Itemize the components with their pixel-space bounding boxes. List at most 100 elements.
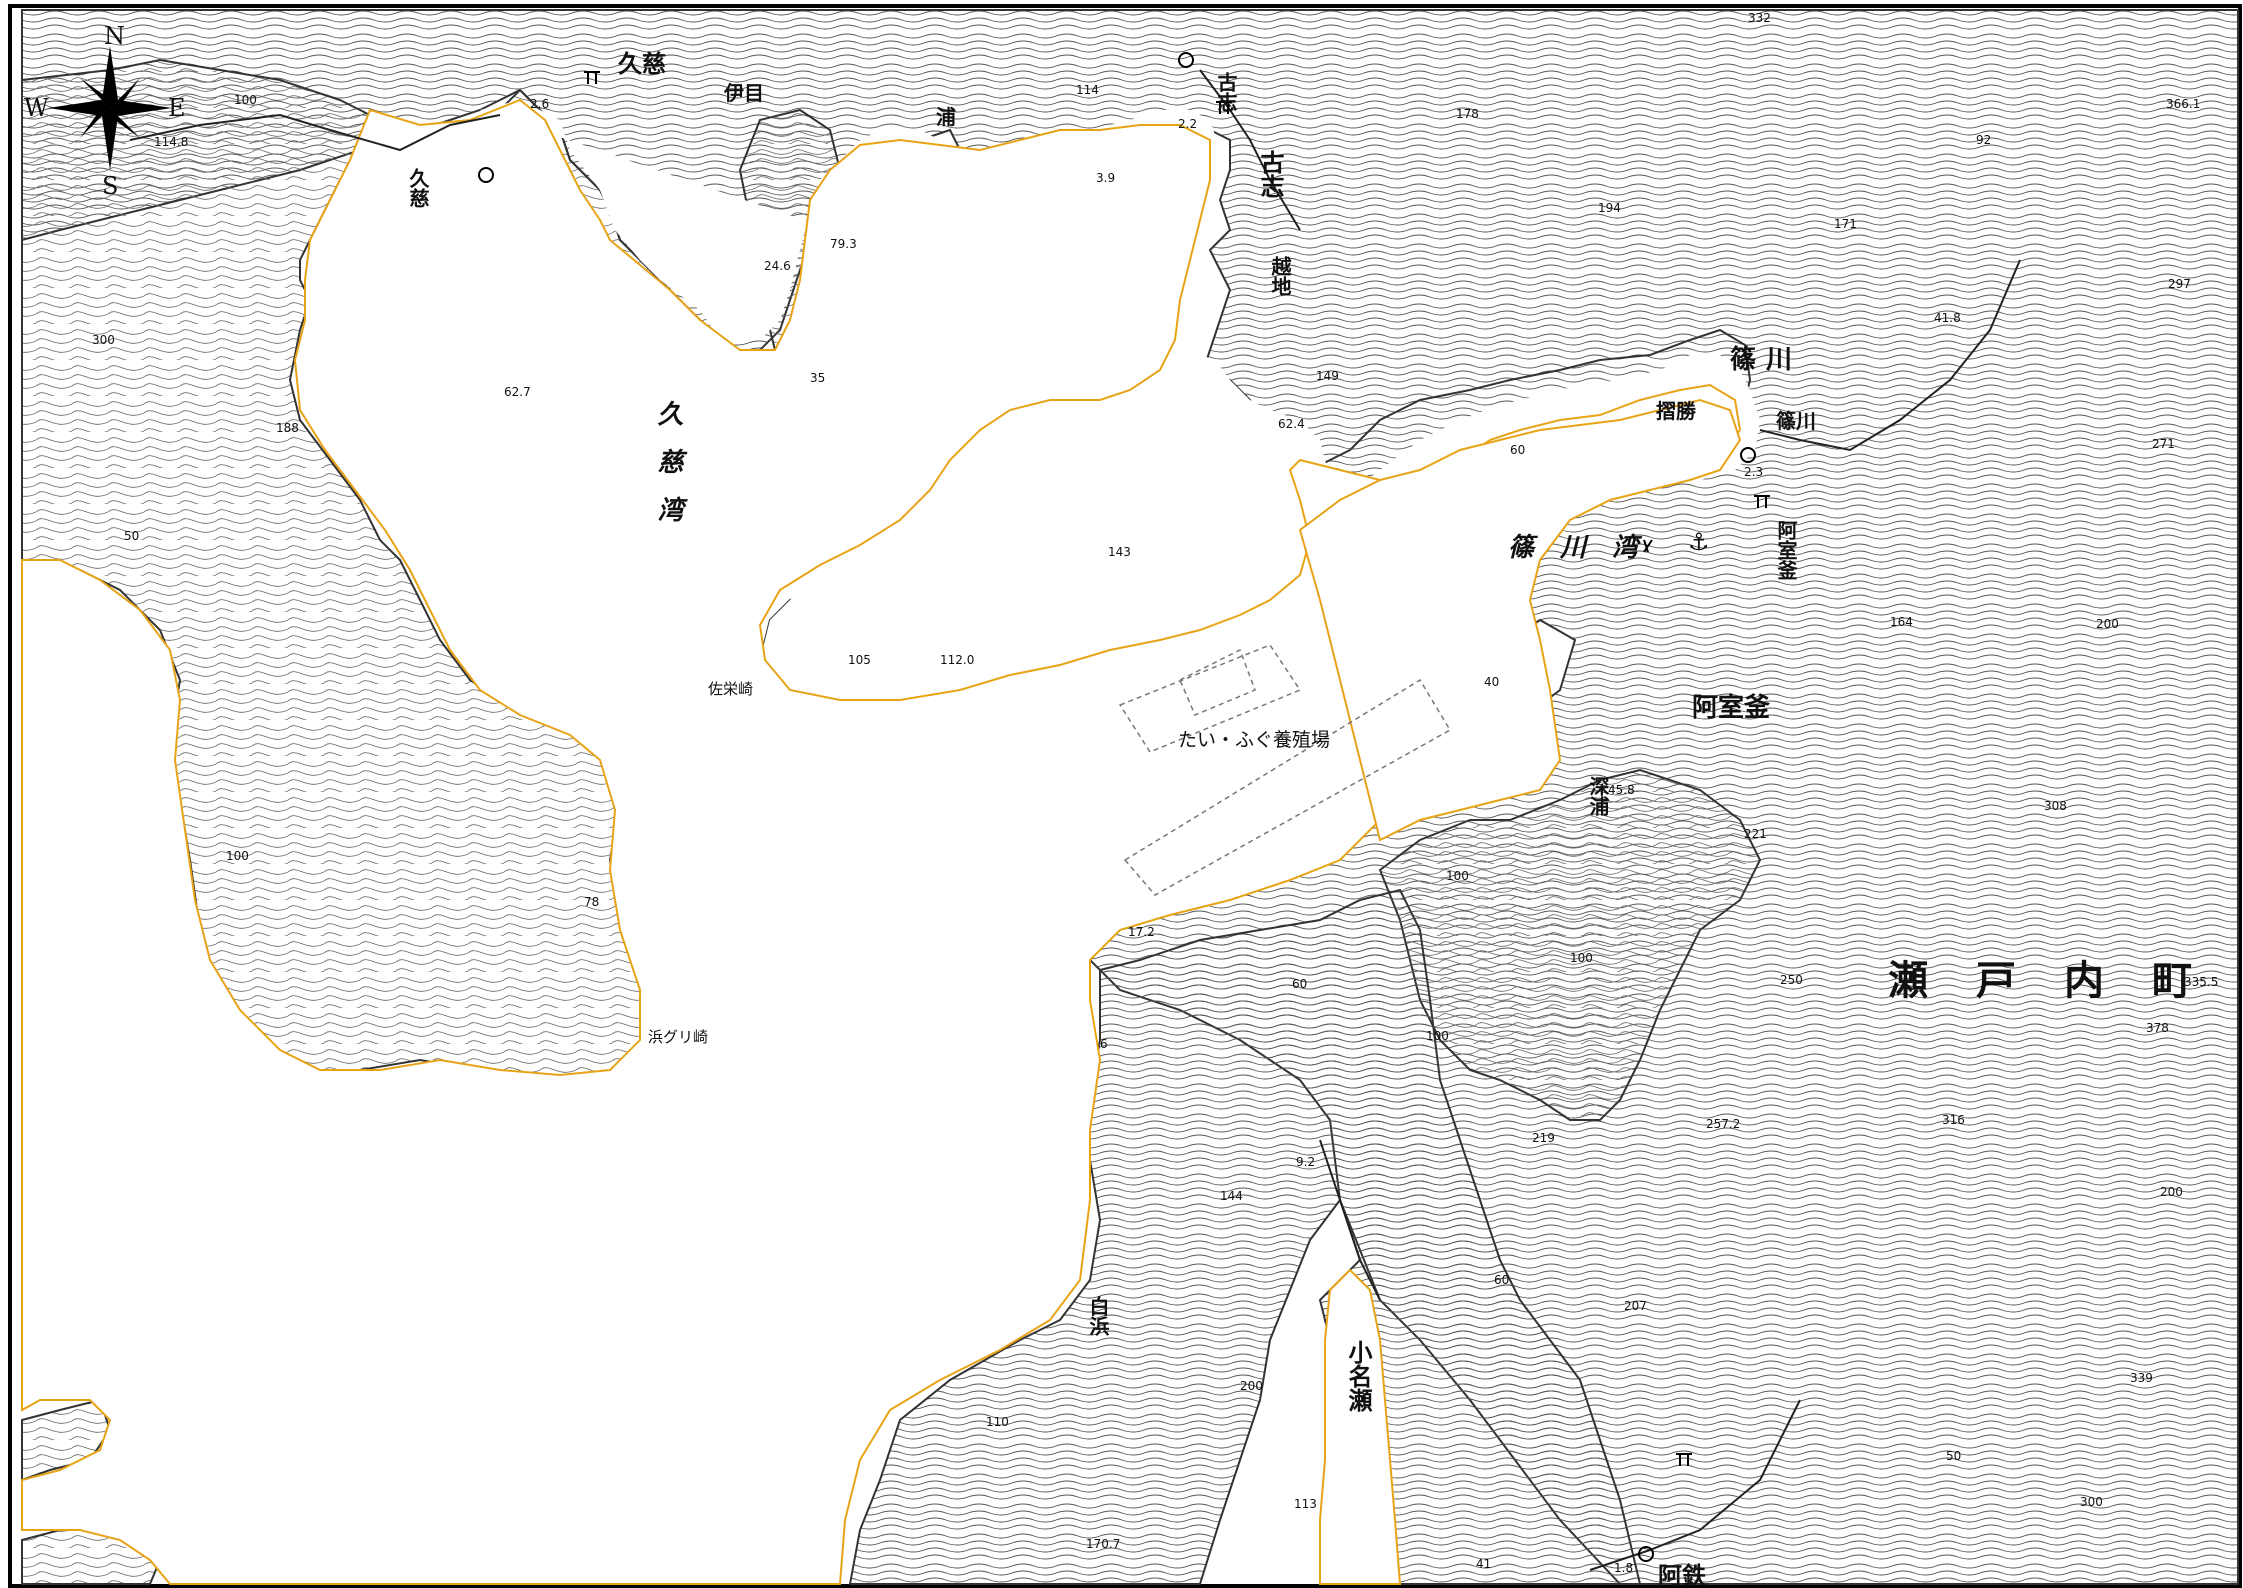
shrine-icon: [584, 71, 600, 84]
contour-label: 200: [2160, 1185, 2183, 1199]
spot-heights: 332 114 178 92 366.1 114.8 194 171 297 3…: [92, 11, 2218, 1575]
konase-inlet: [1319, 1268, 1402, 1585]
place-amurogama: 阿室釜: [1692, 692, 1771, 723]
spot-height: 100: [1446, 869, 1469, 883]
place-amurogama-small: 阿室釜: [1774, 520, 1798, 580]
land-south: [1378, 768, 1762, 1121]
contour-label: 60: [1494, 1273, 1509, 1287]
spot-height: 17.2: [1128, 925, 1155, 939]
shinokawa-bay-water: [1298, 398, 1742, 842]
spot-height: 92: [1976, 133, 1991, 147]
contour-label: 200: [2096, 617, 2119, 631]
cape-sasakezaki: 佐栄崎: [708, 680, 753, 698]
post-office-icon: [1638, 1546, 1654, 1562]
spot-height: 164: [1890, 615, 1913, 629]
spot-height: 62.4: [1278, 417, 1305, 431]
contour-label: 100: [1570, 951, 1593, 965]
spot-height: 114: [1076, 83, 1099, 97]
contour-label: 100: [234, 93, 257, 107]
place-kuji-village: 久慈: [618, 50, 666, 78]
place-shinokawa-bay: 篠川湾: [1508, 533, 1664, 563]
spot-height: 78: [584, 895, 599, 909]
place-konase: 小名瀬: [1344, 1340, 1372, 1413]
spot-height: 105: [848, 653, 871, 667]
place-koechi: 越地: [1268, 255, 1292, 296]
post-office-icon: [478, 167, 494, 183]
spot-height: 24.6: [764, 259, 791, 273]
place-surikachi: 摺勝: [1656, 399, 1697, 423]
shrine-icon: [1676, 1453, 1692, 1466]
spot-height: 6: [1100, 1037, 1108, 1051]
contour-label: 100: [226, 849, 249, 863]
spot-height: 2.3: [1744, 465, 1763, 479]
spot-height: 41.8: [1934, 311, 1961, 325]
spot-height: 112.0: [940, 653, 974, 667]
spot-height: 40: [1484, 675, 1499, 689]
fish-farm-label: たい・ふぐ養殖場: [1178, 729, 1330, 751]
spot-height: 170.7: [1086, 1537, 1120, 1551]
contour-label: 300: [2080, 1495, 2103, 1509]
post-office-icon: [1178, 52, 1194, 68]
place-koshi-top: 古志: [1214, 71, 1238, 112]
place-koshi: 古志: [1256, 150, 1284, 198]
spot-height: 316: [1942, 1113, 1965, 1127]
spot-height: 178: [1456, 107, 1479, 121]
spot-height: 35: [810, 371, 825, 385]
compass-s: S: [102, 172, 118, 200]
spot-height: 188: [276, 421, 299, 435]
spot-height: 339: [2130, 1371, 2153, 1385]
spot-height: 62.7: [504, 385, 531, 399]
kuji-bay-water: [480, 100, 1760, 735]
compass-w: W: [24, 94, 49, 122]
anchor-icon: [1643, 539, 1653, 553]
anchor-icon: ⚓: [1688, 528, 1710, 556]
spot-height: 378: [2146, 1021, 2169, 1035]
shrine-icon: [1754, 495, 1770, 508]
spot-height: 2.6: [530, 97, 549, 111]
place-shinokawa: 篠川: [1730, 344, 1802, 375]
cape-hamagurizaki: 浜グリ崎: [648, 1028, 708, 1046]
contour-label: 50: [124, 529, 139, 543]
contour-label: 50: [1946, 1449, 1961, 1463]
place-kuji-hamlet: 久慈: [406, 167, 430, 208]
contour-label: 100: [1426, 1029, 1449, 1043]
spot-height: 114.8: [154, 135, 188, 149]
spot-height: 143: [1108, 545, 1131, 559]
spot-height: 144: [1220, 1189, 1243, 1203]
compass-rose: N S E W: [24, 22, 186, 200]
spot-height: 366.1: [2166, 97, 2200, 111]
spot-height: 45.8: [1608, 783, 1635, 797]
land-south-main: [848, 888, 1642, 1585]
spot-height: 149: [1316, 369, 1339, 383]
spot-height: 221: [1744, 827, 1767, 841]
spot-height: 41: [1476, 1557, 1491, 1571]
place-ura: 浦: [936, 105, 956, 129]
roads: [129, 69, 2021, 1571]
place-ateto: 阿鉄: [1658, 1562, 1706, 1588]
spot-height: 3.9: [1096, 171, 1115, 185]
spot-height: 110: [986, 1415, 1009, 1429]
sea-layer: [21, 98, 1760, 1585]
spot-height: 257.2: [1706, 1117, 1740, 1131]
spot-height: 297: [2168, 277, 2191, 291]
fish-farm-area: [1118, 644, 1452, 896]
contour-label: 200: [1240, 1379, 1263, 1393]
spot-height: 335.5: [2184, 975, 2218, 989]
spot-height: 171: [1834, 217, 1857, 231]
spot-height: 271: [2152, 437, 2175, 451]
contour-label: 250: [1780, 973, 1803, 987]
spot-height: 207: [1624, 1299, 1647, 1313]
spot-height: 113: [1294, 1497, 1317, 1511]
place-labels: 久慈 伊目 浦 古志 古志 越地 久慈 久慈湾 篠川湾 篠川 篠川 摺勝 阿室釜…: [406, 50, 2192, 1588]
map-symbols: [478, 52, 1770, 1562]
place-shirahama: 白浜: [1086, 1295, 1110, 1337]
contour-label: 60: [1292, 977, 1307, 991]
spot-height: 9.2: [1296, 1155, 1315, 1169]
spot-height: 1.8: [1614, 1561, 1633, 1575]
spot-height: 2.2: [1178, 117, 1197, 131]
place-kuji-bay: 久慈湾: [652, 400, 683, 544]
place-fukaura: 深浦: [1586, 776, 1610, 816]
spot-height: 79.3: [830, 237, 857, 251]
spot-height: 194: [1598, 201, 1621, 215]
